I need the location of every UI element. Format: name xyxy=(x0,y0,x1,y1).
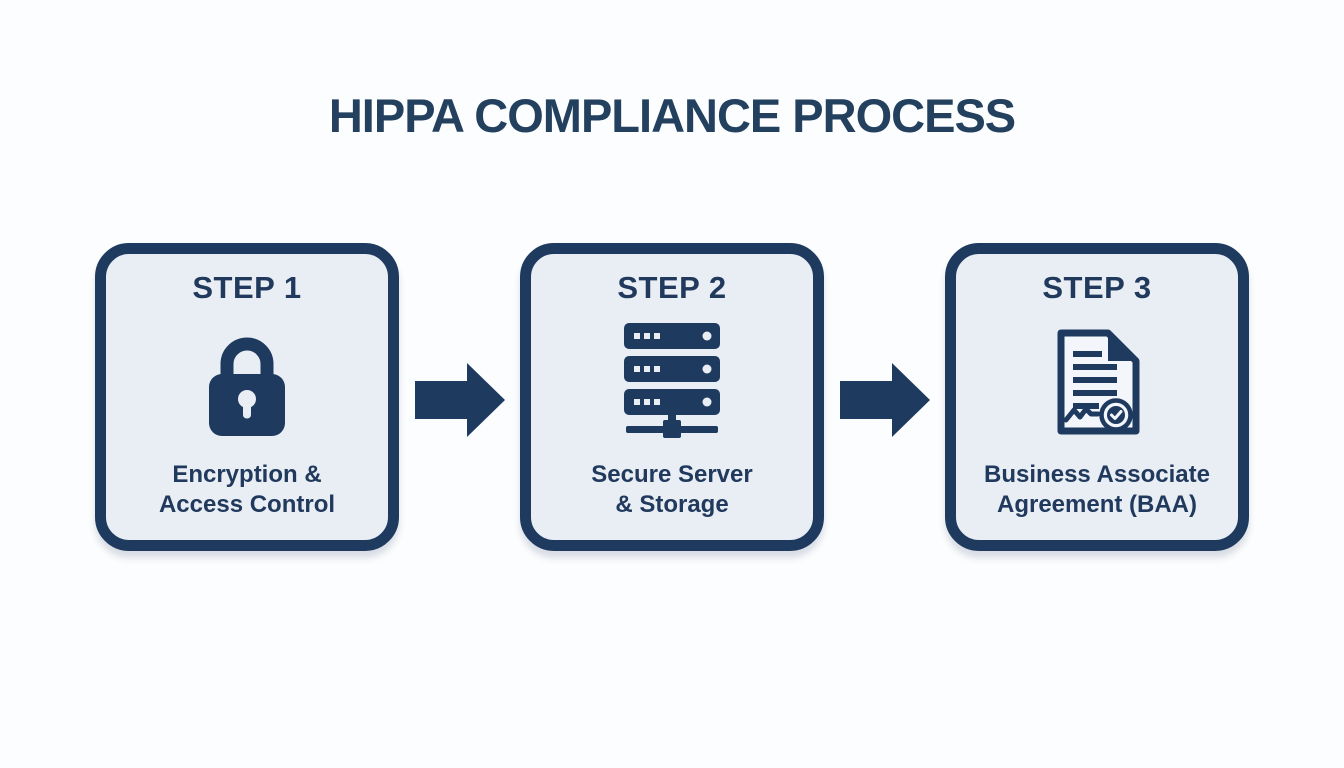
step-card-2: STEP 2 Secure Server & Storage xyxy=(520,243,824,551)
arrow-gap-1 xyxy=(399,363,520,437)
document-check-icon xyxy=(1057,329,1140,435)
step-2-icon-wrap xyxy=(624,312,720,452)
step-card-1: STEP 1 Encryption & Access Control xyxy=(95,243,399,551)
arrow-gap-2 xyxy=(824,363,945,437)
process-flow: STEP 1 Encryption & Access Control STEP … xyxy=(0,243,1344,551)
step-3-label: STEP 3 xyxy=(1042,270,1152,305)
step-3-caption: Business Associate Agreement (BAA) xyxy=(984,461,1210,518)
page-title: HIPPA COMPLIANCE PROCESS xyxy=(328,89,1016,142)
step-1-caption: Encryption & Access Control xyxy=(158,461,336,518)
lock-icon xyxy=(209,337,285,436)
step-2-label: STEP 2 xyxy=(617,270,727,305)
server-icon xyxy=(624,323,720,438)
step-1-icon-wrap xyxy=(209,312,285,452)
step-card-3: STEP 3 Business Associate Agreement (BAA… xyxy=(945,243,1249,551)
step-3-icon-wrap xyxy=(1053,312,1141,452)
step-2-caption: Secure Server & Storage xyxy=(591,461,753,518)
arrow-right-icon xyxy=(414,363,505,437)
step-1-label: STEP 1 xyxy=(192,270,302,305)
arrow-right-icon xyxy=(839,363,930,437)
